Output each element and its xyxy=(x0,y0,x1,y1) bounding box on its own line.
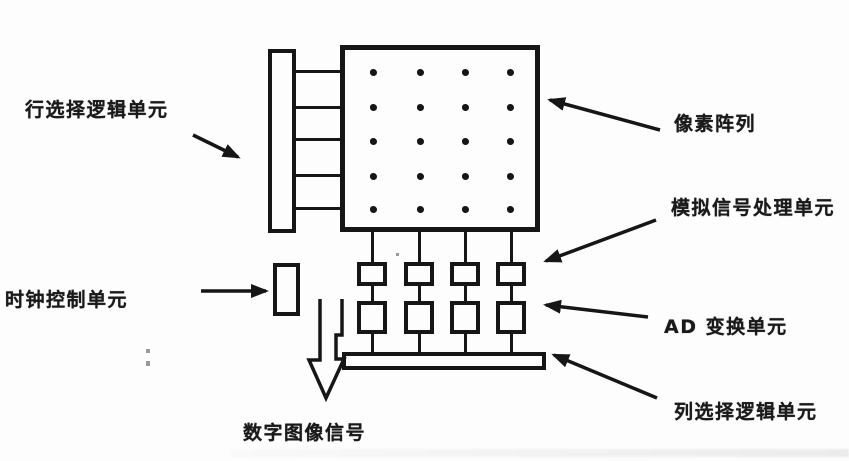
scan-speck xyxy=(396,253,399,256)
column-stub-line xyxy=(510,333,513,354)
column-stub-line xyxy=(418,230,421,264)
scan-speck xyxy=(146,349,150,353)
pixel-dot xyxy=(417,104,424,111)
pixel-dot xyxy=(370,104,377,111)
analog-processing-label: 模拟信号处理单元 xyxy=(671,197,836,219)
column-stub-line xyxy=(371,285,374,302)
arrow-analog-processing xyxy=(543,218,657,263)
pixel-dot xyxy=(462,173,469,180)
pixel-dot xyxy=(507,206,514,213)
pixel-dot xyxy=(507,138,514,145)
column-stub-line xyxy=(510,285,513,302)
row-connector-line xyxy=(294,70,342,73)
pixel-dot xyxy=(462,138,469,145)
ad-conversion-box xyxy=(496,301,526,334)
pixel-dot xyxy=(507,173,514,180)
digital-signal-label: 数字图像信号 xyxy=(243,422,367,444)
pixel-dot xyxy=(417,173,424,180)
pixel-array-label: 像素阵列 xyxy=(674,113,757,135)
analog-processing-box xyxy=(357,262,387,286)
row-connector-line xyxy=(294,106,342,109)
arrow-pixel-array xyxy=(547,97,661,132)
pixel-dot xyxy=(507,104,514,111)
column-stub-line xyxy=(464,230,467,264)
column-stub-line xyxy=(418,333,421,354)
column-stub-line xyxy=(464,333,467,354)
column-stub-line xyxy=(510,230,513,264)
pixel-dot xyxy=(462,104,469,111)
pixel-dot xyxy=(370,69,377,76)
analog-processing-box xyxy=(450,262,480,286)
row-select-logic-block xyxy=(268,49,296,233)
pixel-dot xyxy=(462,69,469,76)
scan-speck xyxy=(146,361,150,366)
pixel-dot xyxy=(462,206,469,213)
scan-streak xyxy=(230,449,849,457)
arrow-ad-conversion xyxy=(543,299,649,319)
pixel-dot xyxy=(507,69,514,76)
ad-conversion-label: AD 变换单元 xyxy=(664,316,788,338)
row-select-label: 行选择逻辑单元 xyxy=(25,99,169,121)
pixel-dot xyxy=(370,138,377,145)
column-stub-line xyxy=(418,285,421,302)
ad-conversion-box xyxy=(450,301,480,334)
analog-processing-box xyxy=(404,262,434,286)
pixel-dot xyxy=(417,206,424,213)
row-connector-line xyxy=(294,174,342,177)
row-connector-line xyxy=(294,207,342,210)
column-stub-line xyxy=(371,230,374,264)
analog-processing-box xyxy=(496,262,526,286)
pixel-dot xyxy=(417,69,424,76)
clock-control-label: 时钟控制单元 xyxy=(5,289,129,311)
column-stub-line xyxy=(371,333,374,354)
column-stub-line xyxy=(464,285,467,302)
clock-control-block xyxy=(273,263,300,316)
pixel-dot xyxy=(417,138,424,145)
column-select-label: 列选择逻辑单元 xyxy=(674,401,818,423)
pixel-dot xyxy=(370,206,377,213)
ad-conversion-box xyxy=(404,301,434,334)
ad-conversion-box xyxy=(357,301,387,334)
row-connector-line xyxy=(294,138,342,141)
pixel-dot xyxy=(370,173,377,180)
digital-output-arrow xyxy=(306,299,347,403)
arrow-column-select xyxy=(551,353,658,400)
arrow-row-select xyxy=(192,133,241,159)
